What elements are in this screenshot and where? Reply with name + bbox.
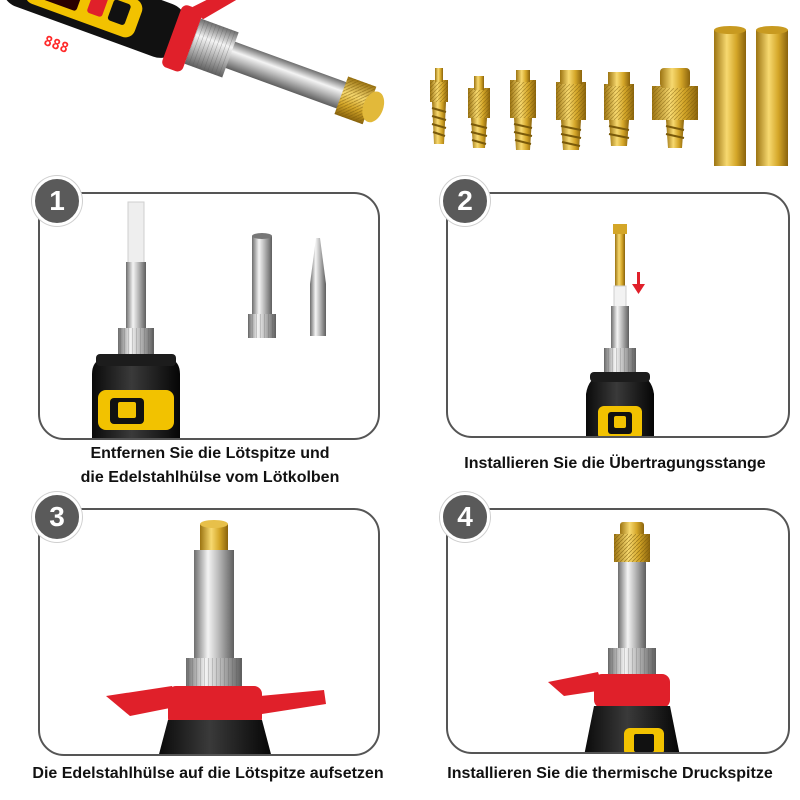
- step-4-panel: [446, 508, 790, 754]
- step-4-caption: Installieren Sie die thermische Druckspi…: [447, 765, 773, 782]
- step-1-caption-line-2: die Edelstahlhülse vom Lötkolben: [80, 469, 340, 486]
- down-arrow-icon: [632, 272, 645, 294]
- step-3-caption: Die Edelstahlhülse auf die Lötspitze auf…: [32, 765, 384, 782]
- step-4-badge: 4: [440, 492, 490, 542]
- step-1-badge: 1: [32, 176, 82, 226]
- step-1-caption: Entfernen Sie die Lötspitze und die Edel…: [40, 442, 380, 490]
- step-1-panel: [38, 192, 380, 440]
- step-2-badge: 2: [440, 176, 490, 226]
- step-2-panel: [446, 192, 790, 438]
- step-1-caption-line-1: Entfernen Sie die Lötspitze und: [90, 445, 330, 462]
- step-2-caption: Installieren Sie die Übertragungsstange: [464, 455, 766, 472]
- soldering-iron-illustration: [0, 0, 400, 175]
- step-3-badge: 3: [32, 492, 82, 542]
- step-3-panel: [38, 508, 380, 756]
- brass-tip-1: [430, 68, 448, 144]
- tips-set-illustration: [410, 20, 800, 180]
